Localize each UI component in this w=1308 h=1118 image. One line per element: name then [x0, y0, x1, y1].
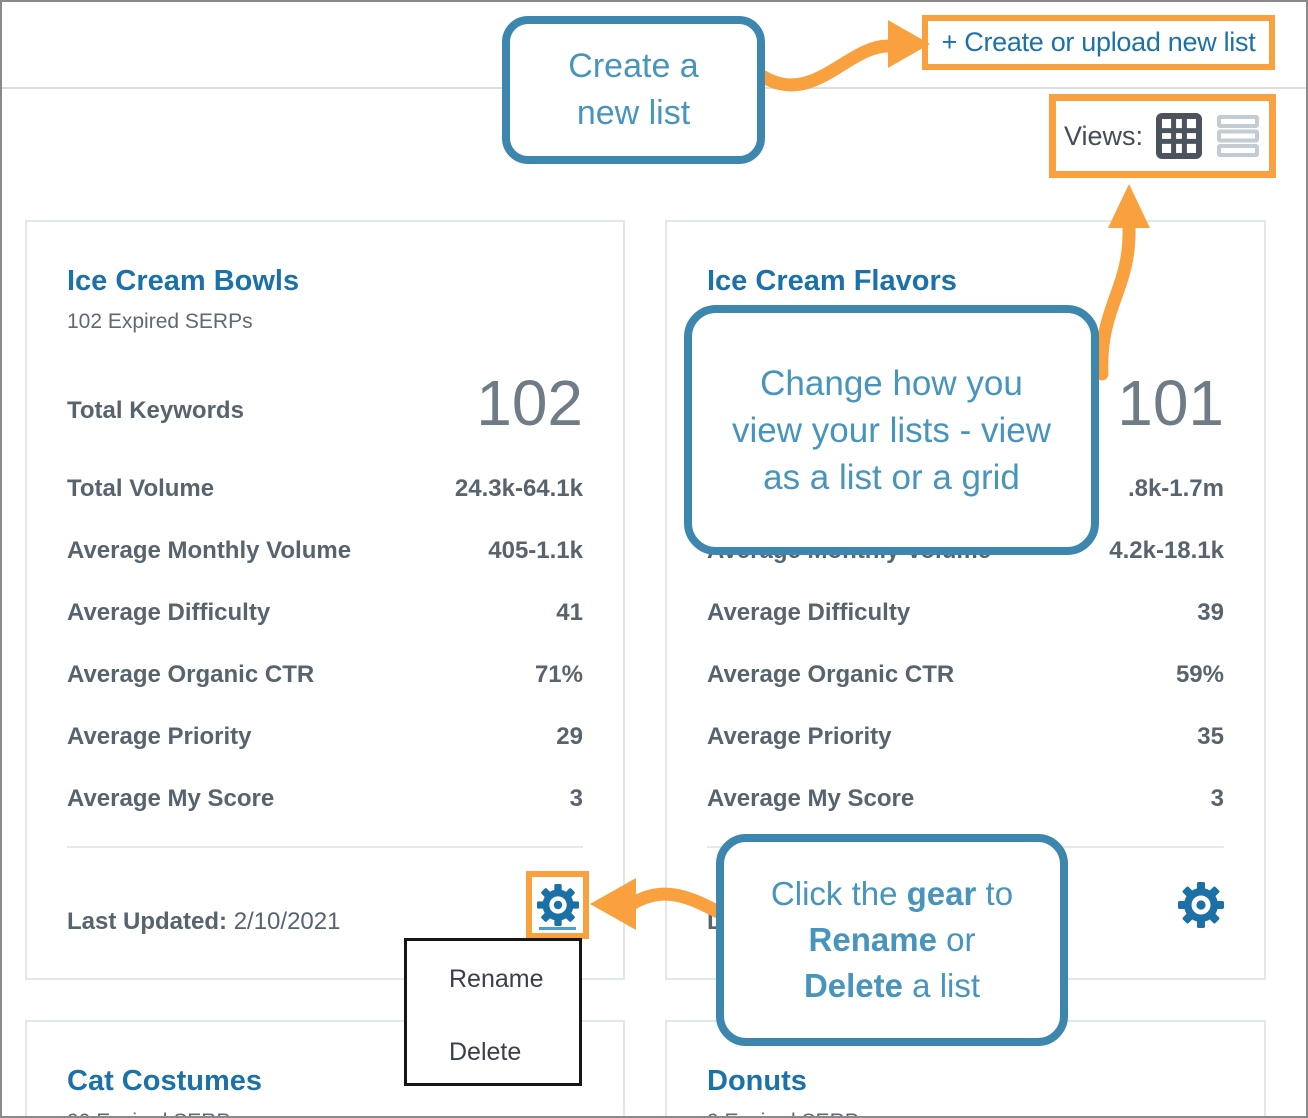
- stat-value: 3: [569, 785, 583, 812]
- gear-active-underline: [539, 927, 576, 930]
- stat-row: Average Difficulty 39: [707, 599, 1224, 627]
- stat-row: Average Difficulty 41: [67, 599, 583, 627]
- gear-dropdown-menu: Rename Delete: [404, 938, 582, 1086]
- stat-value: .8k-1.7m: [1127, 475, 1224, 502]
- stat-row: Total Volume 24.3k-64.1k: [67, 475, 583, 503]
- views-label: Views:: [1063, 120, 1144, 151]
- grid-view-icon[interactable]: [1156, 113, 1203, 159]
- stat-row: Average Organic CTR 59%: [707, 661, 1224, 689]
- list-settings-gear-highlight[interactable]: [526, 871, 589, 939]
- gear-icon[interactable]: [536, 884, 579, 926]
- callout-line: Rename or: [808, 921, 976, 958]
- last-updated: Last Updated: 2/10/2021: [67, 908, 340, 936]
- total-keywords-value: 102: [476, 367, 583, 439]
- stat-row: Average My Score 3: [67, 785, 583, 813]
- stat-label: Average Priority: [707, 723, 892, 750]
- list-title[interactable]: Donuts: [707, 1065, 807, 1097]
- menu-item-rename[interactable]: Rename: [449, 965, 544, 993]
- stat-label: Total Volume: [67, 475, 215, 502]
- stat-label: Average Monthly Volume: [67, 537, 352, 564]
- callout-line: Delete a list: [803, 967, 981, 1004]
- total-keywords-label: Total Keywords: [67, 397, 244, 424]
- views-toggle-group: Views:: [1049, 94, 1276, 178]
- total-keywords-value: 101: [1117, 367, 1224, 439]
- callout-gear-rename-delete: Click the gear to Rename or Delete a lis…: [716, 834, 1068, 1046]
- callout-line: Click the gear to: [770, 875, 1014, 912]
- list-subtitle: 9 Expired SERPs: [707, 1110, 1224, 1116]
- stat-row: Average Priority 35: [707, 723, 1224, 751]
- callout-line: as a list or a grid: [763, 457, 1020, 497]
- stat-value: 405-1.1k: [488, 537, 583, 564]
- callout-line: new list: [576, 94, 691, 132]
- stat-label: Average My Score: [707, 785, 915, 812]
- stat-label: Average Organic CTR: [67, 661, 315, 688]
- stat-value: 71%: [534, 661, 583, 688]
- list-subtitle: 102 Expired SERPs: [67, 310, 253, 333]
- list-title[interactable]: Cat Costumes: [67, 1065, 262, 1097]
- stat-value: 39: [1197, 599, 1224, 626]
- stat-value: 3: [1210, 785, 1224, 812]
- list-title[interactable]: Ice Cream Flavors: [707, 265, 957, 297]
- stat-value: 24.3k-64.1k: [454, 475, 583, 502]
- list-title[interactable]: Ice Cream Bowls: [67, 265, 300, 297]
- callout-create-new-list: Create a new list: [502, 16, 765, 164]
- callout-line: Change how you: [760, 363, 1023, 403]
- create-or-upload-list-button[interactable]: + Create or upload new list: [922, 15, 1275, 70]
- stat-value: 41: [556, 599, 583, 626]
- list-view-icon[interactable]: [1215, 113, 1261, 159]
- card-divider: [67, 846, 583, 848]
- stat-label: Average My Score: [67, 785, 275, 812]
- callout-change-views: Change how you view your lists - view as…: [684, 305, 1099, 555]
- total-keywords-row: Total Keywords 102: [67, 371, 583, 435]
- stat-row: Average Monthly Volume 405-1.1k: [67, 537, 583, 565]
- arrow-to-create-button: [755, 39, 897, 92]
- stat-label: Average Difficulty: [707, 599, 911, 626]
- stat-value: 4.2k-18.1k: [1109, 537, 1224, 564]
- stat-value: 59%: [1175, 661, 1224, 688]
- callout-line: Create a: [568, 47, 699, 85]
- stat-value: 35: [1197, 723, 1224, 750]
- list-subtitle: 90 Expired SERPs: [67, 1110, 583, 1116]
- last-updated-value: 2/10/2021: [233, 908, 341, 935]
- stat-row: Average Organic CTR 71%: [67, 661, 583, 689]
- gear-icon[interactable]: [1178, 882, 1224, 928]
- stat-label: Average Priority: [67, 723, 252, 750]
- list-card-ice-cream-bowls: Ice Cream Bowls 102 Expired SERPs Total …: [25, 220, 625, 980]
- stat-label: Average Difficulty: [67, 599, 271, 626]
- stat-row: Average Priority 29: [67, 723, 583, 751]
- stat-row: Average My Score 3: [707, 785, 1224, 813]
- stat-label: Average Organic CTR: [707, 661, 955, 688]
- callout-line: view your lists - view: [732, 410, 1051, 450]
- last-updated-label: Last Updated:: [67, 908, 228, 935]
- menu-item-delete[interactable]: Delete: [449, 1038, 522, 1066]
- stat-value: 29: [556, 723, 583, 750]
